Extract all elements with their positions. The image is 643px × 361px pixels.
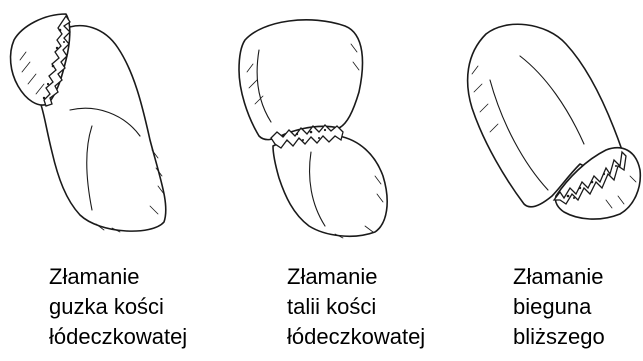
- caption-line: bieguna: [513, 292, 605, 322]
- caption-line: Złamanie: [49, 262, 187, 292]
- caption-proximal-pole-fracture: Złamanie bieguna bliższego: [513, 262, 605, 352]
- panel-waist-fracture: [215, 0, 425, 260]
- caption-tubercle-fracture: Złamanie guzka kości łódeczkowatej: [49, 262, 187, 352]
- caption-line: Złamanie: [287, 262, 425, 292]
- scaphoid-tubercle-fracture-illustration: [0, 0, 215, 260]
- caption-waist-fracture: Złamanie talii kości łódeczkowatej: [287, 262, 425, 352]
- scaphoid-waist-fracture-illustration: [215, 0, 425, 260]
- panel-tubercle-fracture: [0, 0, 215, 260]
- caption-line: talii kości: [287, 292, 425, 322]
- caption-line: łódeczkowatej: [49, 322, 187, 352]
- caption-line: łódeczkowatej: [287, 322, 425, 352]
- caption-line: bliższego: [513, 322, 605, 352]
- distal-fragment: [273, 135, 387, 237]
- caption-line: Złamanie: [513, 262, 605, 292]
- panel-proximal-pole-fracture: [450, 0, 643, 260]
- caption-line: guzka kości: [49, 292, 187, 322]
- scaphoid-proximal-pole-fracture-illustration: [450, 0, 643, 260]
